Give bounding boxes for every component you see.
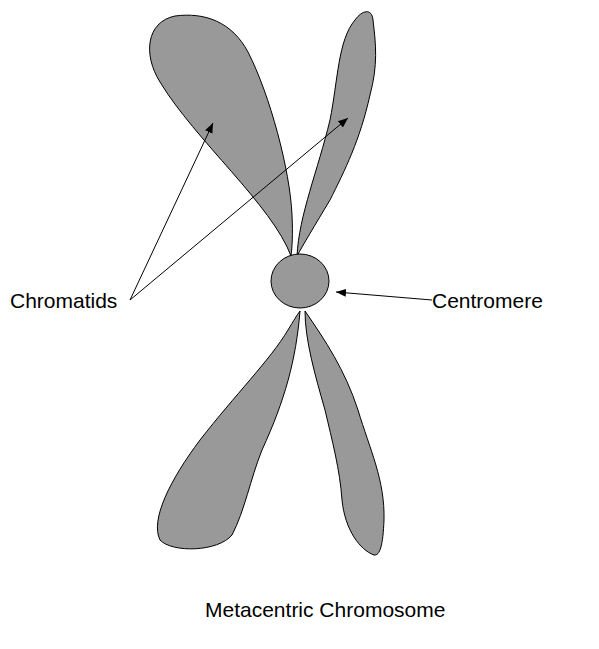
leader-arrow (130, 123, 213, 300)
chromatid (305, 311, 384, 555)
leader-arrow (336, 292, 432, 300)
leader-arrow (130, 118, 348, 300)
part-label: Chromatids (10, 290, 117, 311)
diagram-caption: Metacentric Chromosome (205, 599, 445, 620)
chromatid (157, 311, 300, 549)
chromatid (150, 15, 293, 256)
centromere-circle (271, 254, 329, 308)
chromatid (297, 12, 376, 256)
part-label: Centromere (432, 290, 543, 311)
